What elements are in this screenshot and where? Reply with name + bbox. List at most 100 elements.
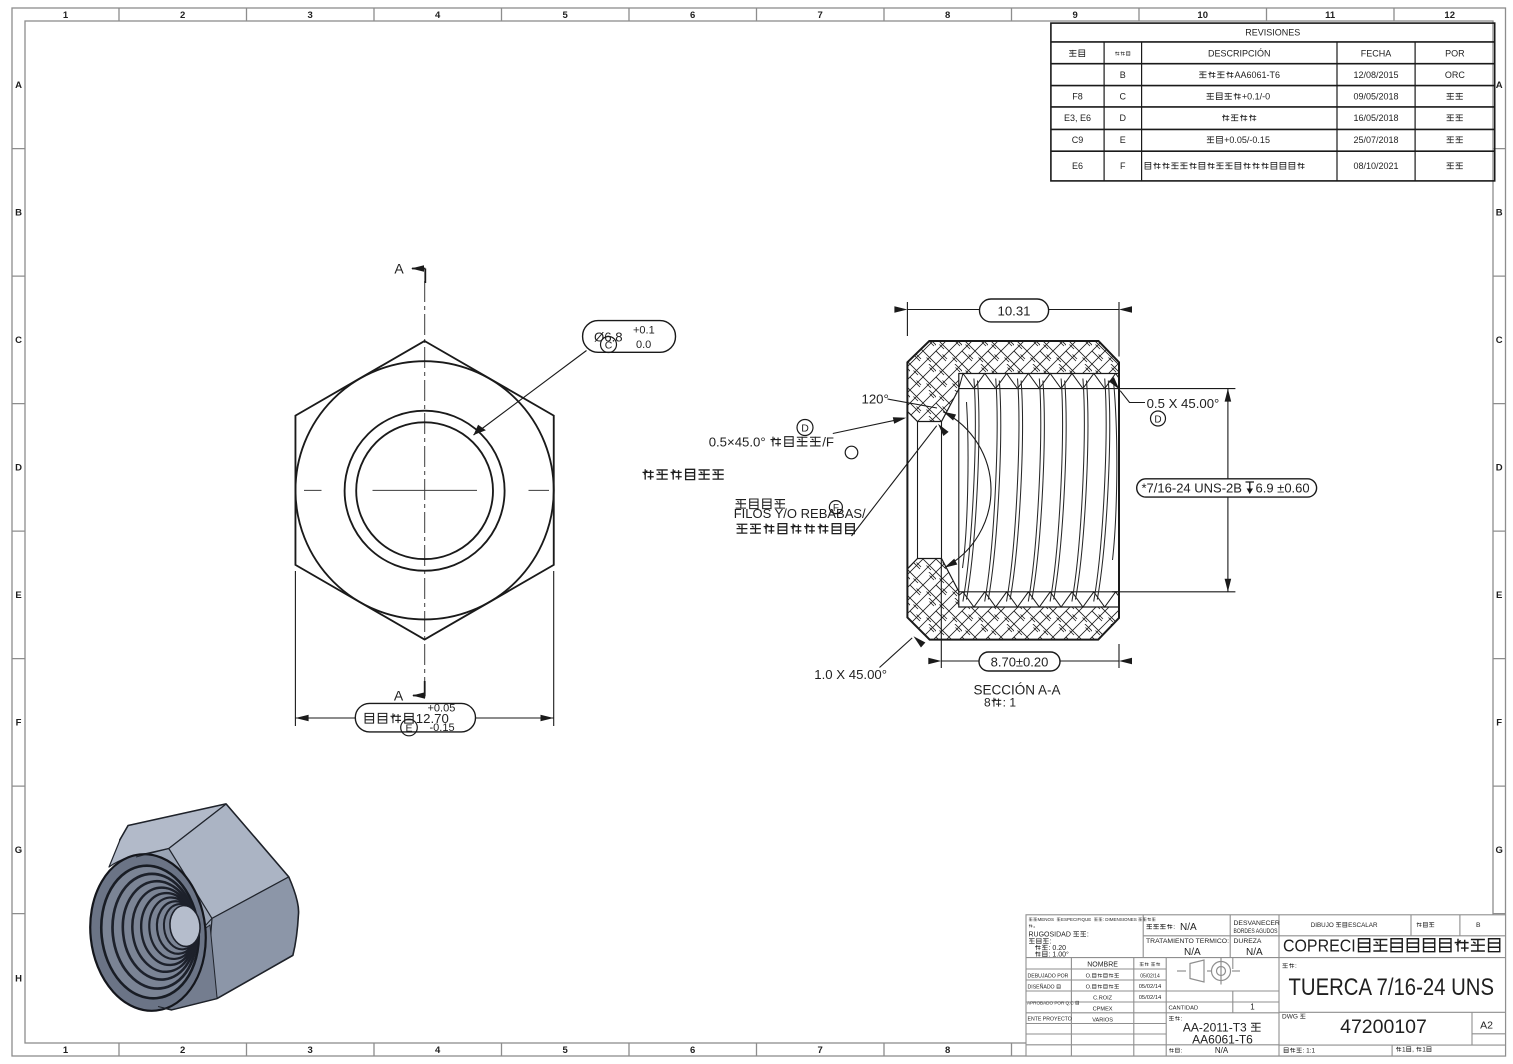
svg-text:D: D bbox=[1496, 463, 1503, 474]
svg-text:E: E bbox=[405, 723, 412, 735]
svg-text:7: 7 bbox=[818, 10, 823, 21]
svg-text:G: G bbox=[15, 845, 22, 856]
svg-text:G: G bbox=[1496, 845, 1503, 856]
svg-text:+0.1/-0: +0.1/-0 bbox=[1242, 92, 1270, 102]
svg-text:11: 11 bbox=[1325, 10, 1336, 21]
svg-text:5: 5 bbox=[563, 10, 569, 21]
svg-text:FECHA: FECHA bbox=[1361, 49, 1392, 59]
svg-text:N/A: N/A bbox=[1180, 922, 1197, 933]
svg-text:08/10/2021: 08/10/2021 bbox=[1353, 161, 1398, 171]
svg-text:AA-2011-T3: AA-2011-T3 bbox=[1183, 1021, 1247, 1035]
svg-text:E: E bbox=[1496, 590, 1502, 601]
svg-text:05/02/14: 05/02/14 bbox=[1140, 974, 1160, 980]
svg-text:: 1:1: : 1:1 bbox=[1303, 1048, 1316, 1055]
svg-text:APROBADO POR Q.C: APROBADO POR Q.C bbox=[1027, 1001, 1074, 1006]
svg-text:12: 12 bbox=[1444, 10, 1455, 21]
svg-text:6: 6 bbox=[690, 10, 695, 21]
svg-text:05/02/14: 05/02/14 bbox=[1139, 995, 1162, 1001]
svg-text:DEBUJADO POR: DEBUJADO POR bbox=[1028, 974, 1069, 980]
svg-text:DIBUJO: DIBUJO bbox=[1311, 922, 1334, 929]
svg-text:COPRECI: COPRECI bbox=[1283, 936, 1356, 956]
svg-text:0.0: 0.0 bbox=[636, 339, 651, 351]
svg-text:DESCRIPCIÓN: DESCRIPCIÓN bbox=[1208, 49, 1271, 59]
svg-text:6: 6 bbox=[690, 1045, 695, 1056]
svg-text:9: 9 bbox=[1073, 10, 1078, 21]
svg-text:8: 8 bbox=[945, 10, 950, 21]
svg-text:1: 1 bbox=[1422, 1047, 1426, 1054]
svg-text:VARIOS: VARIOS bbox=[1092, 1018, 1113, 1024]
svg-text:1: 1 bbox=[63, 1045, 69, 1056]
svg-text:AA6061-T6: AA6061-T6 bbox=[1192, 1033, 1253, 1047]
svg-text:16/05/2018: 16/05/2018 bbox=[1353, 113, 1398, 123]
svg-text:2: 2 bbox=[180, 1045, 185, 1056]
svg-text:MENOS: MENOS bbox=[1038, 917, 1055, 922]
svg-text:ORC: ORC bbox=[1445, 70, 1466, 80]
svg-text:F: F bbox=[833, 503, 839, 514]
svg-text:F: F bbox=[1120, 161, 1126, 171]
svg-text:7: 7 bbox=[818, 1045, 823, 1056]
svg-text:E3, E6: E3, E6 bbox=[1064, 113, 1091, 123]
svg-text:*7/16-24 UNS-2B: *7/16-24 UNS-2B bbox=[1142, 481, 1242, 496]
svg-text:A: A bbox=[15, 80, 22, 91]
svg-text:C: C bbox=[1120, 92, 1127, 102]
svg-text:A: A bbox=[1496, 80, 1503, 91]
svg-text:D: D bbox=[1120, 113, 1127, 123]
svg-text:2: 2 bbox=[180, 10, 185, 21]
svg-text:DUREZA: DUREZA bbox=[1234, 938, 1262, 945]
svg-text:D: D bbox=[1154, 414, 1161, 425]
svg-text:O.: O. bbox=[1086, 974, 1092, 980]
svg-text:C.ROIZ: C.ROIZ bbox=[1093, 995, 1113, 1001]
svg-text:N/A: N/A bbox=[1184, 947, 1201, 958]
svg-text:A2: A2 bbox=[1480, 1020, 1493, 1032]
svg-text:6.9 ±0.60: 6.9 ±0.60 bbox=[1256, 481, 1310, 496]
svg-text::: : bbox=[1087, 932, 1089, 939]
svg-text:5: 5 bbox=[563, 1045, 569, 1056]
svg-text:F8: F8 bbox=[1072, 92, 1083, 102]
svg-text:4: 4 bbox=[435, 1045, 441, 1056]
svg-text:8.70±0.20: 8.70±0.20 bbox=[991, 654, 1049, 669]
svg-text:B: B bbox=[1476, 922, 1481, 929]
svg-text:,: , bbox=[1412, 1047, 1414, 1054]
svg-text:C9: C9 bbox=[1072, 135, 1084, 145]
svg-text:C: C bbox=[1496, 335, 1503, 346]
svg-text:3: 3 bbox=[308, 10, 313, 21]
svg-text:1: 1 bbox=[1402, 1047, 1406, 1054]
svg-text::: : bbox=[1181, 1049, 1183, 1055]
svg-text:12.70: 12.70 bbox=[416, 711, 449, 726]
svg-text:E: E bbox=[1120, 135, 1126, 145]
svg-text:10.31: 10.31 bbox=[997, 303, 1030, 318]
svg-text:: DIMENSIONES: : DIMENSIONES bbox=[1103, 917, 1137, 922]
svg-text:CPMEX: CPMEX bbox=[1093, 1006, 1113, 1012]
svg-text:B: B bbox=[1120, 70, 1126, 80]
svg-text:TRATAMIENTO TERMICO:: TRATAMIENTO TERMICO: bbox=[1146, 938, 1229, 945]
svg-text:10: 10 bbox=[1197, 10, 1208, 21]
svg-text:: 0.20: : 0.20 bbox=[1049, 945, 1067, 952]
svg-text:F: F bbox=[1496, 718, 1502, 729]
svg-text:47200107: 47200107 bbox=[1340, 1016, 1427, 1038]
svg-text:AA6061-T6: AA6061-T6 bbox=[1235, 70, 1281, 80]
svg-text:3: 3 bbox=[308, 1045, 313, 1056]
svg-text:C: C bbox=[605, 340, 613, 352]
svg-text:FILOS Y/O REBABAS/: FILOS Y/O REBABAS/ bbox=[734, 506, 866, 521]
svg-text:: 1: : 1 bbox=[1003, 696, 1017, 710]
svg-text:8: 8 bbox=[945, 1045, 950, 1056]
svg-text:1: 1 bbox=[63, 10, 69, 21]
svg-text:BORDES AGUDOS: BORDES AGUDOS bbox=[1234, 928, 1278, 935]
svg-text:N/A: N/A bbox=[1246, 947, 1263, 958]
svg-text:: 1.00°: : 1.00° bbox=[1049, 951, 1070, 959]
svg-text:B: B bbox=[15, 208, 22, 219]
svg-text:D: D bbox=[801, 423, 809, 435]
svg-text:DISEÑADO: DISEÑADO bbox=[1028, 984, 1055, 991]
svg-text:A: A bbox=[394, 688, 404, 704]
svg-text::: : bbox=[1173, 924, 1175, 931]
svg-text:A: A bbox=[394, 261, 404, 277]
svg-text:ESPECIFIQUE: ESPECIFIQUE bbox=[1061, 917, 1091, 922]
svg-text:ENTE PROYECTO: ENTE PROYECTO bbox=[1028, 1017, 1072, 1023]
svg-text:ESCALAR: ESCALAR bbox=[1348, 922, 1378, 929]
svg-text:DESVANECER: DESVANECER bbox=[1234, 920, 1280, 927]
svg-text:H: H bbox=[15, 974, 22, 985]
svg-text::: : bbox=[1295, 963, 1297, 970]
svg-text:-0.15: -0.15 bbox=[430, 722, 455, 734]
svg-text:+0.05/-0.15: +0.05/-0.15 bbox=[1224, 135, 1270, 145]
svg-text:0.5 X 45.00°: 0.5 X 45.00° bbox=[1147, 396, 1220, 411]
